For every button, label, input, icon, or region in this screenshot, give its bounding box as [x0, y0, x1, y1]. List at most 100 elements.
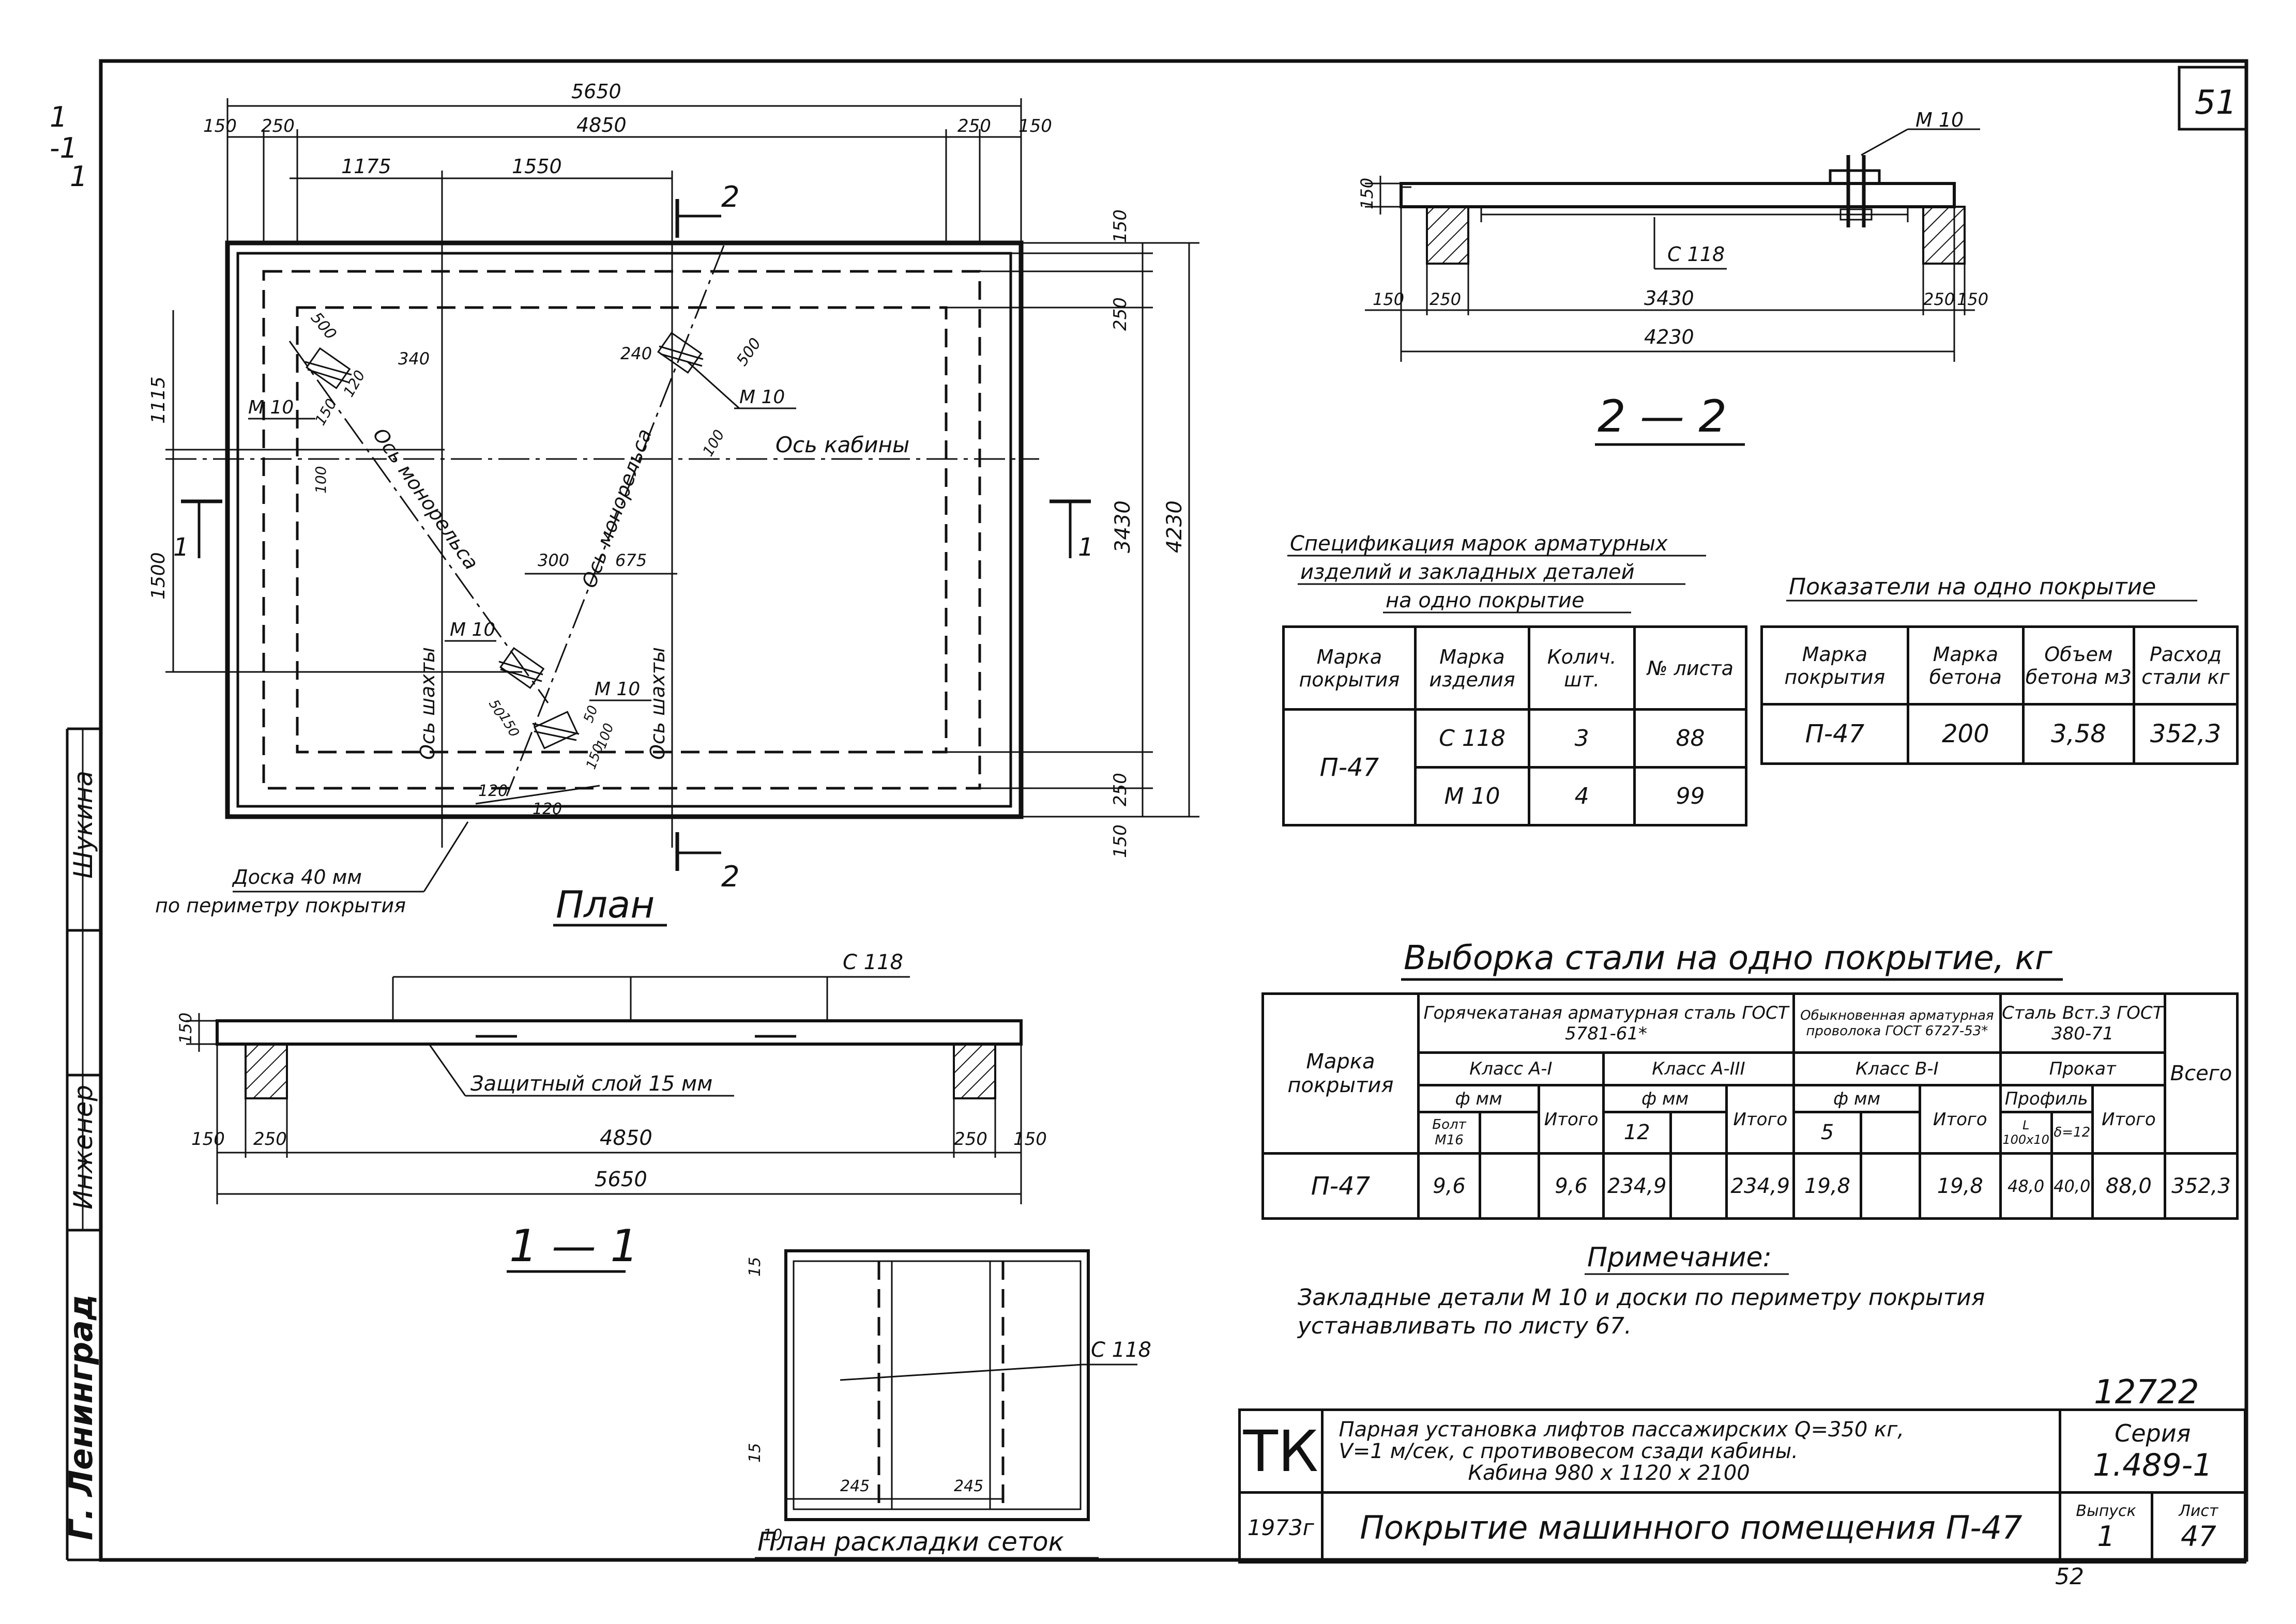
tb-sheet: 47 [2180, 1520, 2216, 1553]
ind-h-mark: Марка покрытия [1760, 625, 1909, 706]
plan-dim-250-r: 250 [957, 116, 991, 136]
section-mark-2-bottom: 2 [721, 860, 740, 894]
steel-h-total: Всего [2163, 992, 2239, 1155]
tb-desc-1: Парная установка лифтов пассажирских Q=3… [1339, 1417, 1904, 1442]
tb-sheet-title: Покрытие машинного помещения П-47 [1320, 1491, 2062, 1564]
left-strip-mark-1: 1 [50, 101, 67, 133]
spec-r1-qty: 3 [1528, 708, 1636, 769]
plan-local-150-c: 150 [583, 742, 606, 771]
mesh-inner [793, 1260, 1082, 1510]
embedded-part-1 [305, 347, 352, 390]
steel-profile: Профиль [1999, 1084, 2094, 1113]
spec-mark: П-47 [1282, 708, 1417, 826]
axis-monorail-1: Ось монорельса [369, 424, 483, 574]
steel-d5: 5 [1792, 1110, 1862, 1155]
plan-dim-1115: 1115 [148, 376, 169, 424]
tb-year: 1973г [1238, 1491, 1324, 1564]
page-bottom-number: 52 [2055, 1564, 2084, 1590]
spec-title-1: Спецификация марок арматурных [1290, 532, 1668, 556]
steel-row-v11: 40,0 [2050, 1152, 2094, 1220]
spec-h-qty: Колич. шт. [1528, 625, 1636, 711]
steel-row-v8 [1859, 1152, 1921, 1220]
steel-row-mark: П-47 [1261, 1152, 1420, 1220]
sec11-dim-5650: 5650 [595, 1168, 647, 1191]
sec22-support-left [1426, 206, 1469, 265]
sec22-title: 2 — 2 [1598, 391, 1727, 442]
spec-r1-item: С 118 [1413, 708, 1531, 769]
mesh-c118: С 118 [1091, 1338, 1151, 1362]
plan-local-500-1: 500 [307, 309, 340, 343]
plan-dim-3430: 3430 [1111, 500, 1135, 553]
steel-class-a3: Класс А-III [1602, 1051, 1796, 1087]
ind-h-steel: Расход стали кг [2132, 625, 2239, 706]
plan-dim-right-250-b: 250 [1110, 773, 1131, 806]
board-note-1: Доска 40 мм [232, 866, 362, 888]
sheet-number-box [2178, 66, 2248, 131]
plan-view: 5650 150 250 4850 250 150 1175 1550 1115… [148, 80, 1199, 927]
plan-m10-1: М 10 [248, 397, 294, 418]
tb-sheet-cell: Лист 47 [2150, 1491, 2247, 1564]
plan-inner-board [236, 252, 1012, 808]
sec11-dim-150-r: 150 [1013, 1129, 1047, 1150]
axis-cabin: Ось кабины [776, 432, 909, 457]
plan-dashed-outer [262, 270, 981, 790]
steel-row-v6: 234,9 [1725, 1152, 1796, 1220]
ind-steel: 352,3 [2132, 703, 2239, 765]
ind-h-volume: Объем бетона м3 [2021, 625, 2135, 706]
tb-desc-2: V=1 м/сек, с противовесом сзади кабины. [1339, 1439, 1798, 1463]
axis-shaft-2: Ось шахты [646, 647, 669, 760]
plan-local-240: 240 [620, 344, 652, 363]
indicators-title: Показатели на одно покрытие [1789, 574, 2156, 600]
steel-h-mark: Марка покрытия [1261, 992, 1420, 1155]
steel-bolt: Болт М16 [1417, 1110, 1482, 1155]
left-strip-role: Инженер [68, 1085, 98, 1209]
steel-empty-1 [1479, 1110, 1541, 1155]
sec11-dim-4850: 4850 [600, 1126, 652, 1150]
sec22-c118: С 118 [1667, 243, 1725, 266]
embedded-part-4 [532, 711, 580, 749]
left-strip-org: Г. Ленинград [62, 1294, 100, 1540]
plan-dashed-inner [296, 306, 948, 754]
steel-d12: 12 [1602, 1110, 1672, 1155]
steel-class-b1: Класс В-I [1792, 1051, 2002, 1087]
spec-h-item: Марка изделия [1413, 625, 1531, 711]
plan-dim-1550: 1550 [512, 155, 562, 178]
tb-description: Парная установка лифтов пассажирских Q=3… [1320, 1408, 2062, 1494]
spec-r2-qty: 4 [1528, 766, 1636, 826]
steel-row-v1: 9,6 [1417, 1152, 1482, 1220]
steel-empty-2 [1669, 1110, 1728, 1155]
steel-h-group1: Горячекатаная арматурная сталь ГОСТ 5781… [1417, 992, 1796, 1054]
plan-outer-slab [225, 240, 1024, 819]
sec11-support-right [953, 1043, 996, 1099]
sec22-slab [1400, 182, 1956, 208]
mesh-dim-10: 10 [763, 1526, 782, 1544]
steel-dia-2: ф мм [1602, 1084, 1728, 1113]
sec22-m10: М 10 [1915, 109, 1964, 131]
spec-table: Марка покрытия Марка изделия Колич. шт. … [1282, 625, 1747, 826]
steel-total-1: Итого [1538, 1084, 1605, 1155]
steel-h-group2: Обыкновенная арматурная проволока ГОСТ 6… [1792, 992, 2002, 1054]
steel-row-v5 [1669, 1152, 1728, 1220]
plan-dim-4850: 4850 [576, 114, 627, 136]
plan-dim-4230: 4230 [1163, 500, 1187, 553]
sec11-slab [216, 1019, 1023, 1046]
sec11-c118: С 118 [843, 951, 903, 974]
spec-title-2: изделий и закладных деталей [1300, 560, 1635, 584]
sec11-support-left [245, 1043, 288, 1099]
plan-local-100-a: 100 [312, 466, 329, 494]
plan-local-50-b: 50 [581, 703, 601, 725]
plan-dim-right-150-t: 150 [1110, 209, 1131, 243]
section-mark-1-right: 1 [1078, 533, 1094, 562]
plan-m10-2: М 10 [739, 387, 785, 408]
steel-h-group3: Сталь Вст.3 ГОСТ 380-71 [1999, 992, 2166, 1054]
sec22-dim-3430: 3430 [1644, 287, 1694, 310]
section-mark-2-top: 2 [721, 180, 740, 214]
steel-rolled: Прокат [1999, 1051, 2166, 1087]
ind-volume: 3,58 [2021, 703, 2135, 765]
steel-total-2: Итого [1725, 1084, 1796, 1155]
sec11-dim-250-l: 250 [253, 1129, 287, 1150]
mesh-outer [784, 1249, 1090, 1521]
sec11-dim-250-r: 250 [954, 1129, 987, 1150]
spec-title-3: на одно покрытие [1386, 589, 1585, 612]
plan-m10-4: М 10 [595, 679, 640, 700]
